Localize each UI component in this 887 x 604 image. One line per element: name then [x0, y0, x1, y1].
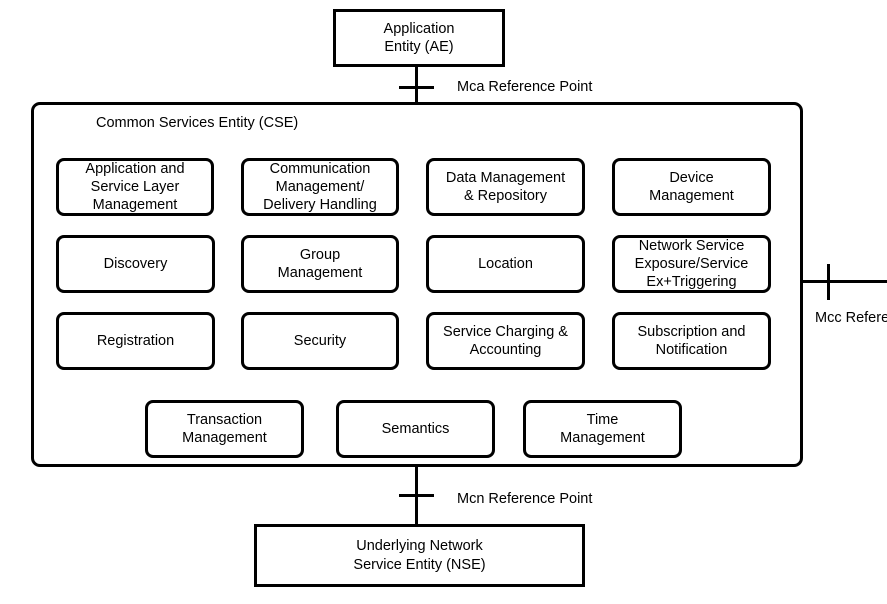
function-device-management: Device Management [612, 158, 771, 216]
function-communication-management: Communication Management/ Delivery Handl… [241, 158, 399, 216]
mcc-connector-line [803, 280, 887, 283]
function-label: Application and Service Layer Management [85, 160, 185, 214]
function-label: Location [478, 255, 533, 272]
function-security: Security [241, 312, 399, 370]
function-data-management-repository: Data Management & Repository [426, 158, 585, 216]
function-transaction-management: Transaction Management [145, 400, 304, 458]
mcn-reference-point-label: Mcn Reference Point [457, 491, 593, 507]
function-label: Device Management [649, 169, 734, 204]
function-registration: Registration [56, 312, 215, 370]
nse-box: Underlying Network Service Entity (NSE) [254, 524, 585, 587]
function-label: Group Management [277, 246, 363, 281]
nse-label: Underlying Network Service Entity (NSE) [353, 538, 486, 573]
application-entity-label: Application Entity (AE) [383, 20, 455, 55]
function-label: Transaction Management [182, 411, 267, 446]
function-label: Semantics [381, 420, 450, 437]
function-label: Network Service Exposure/Service Ex+Trig… [634, 237, 749, 291]
application-entity-box: Application Entity (AE) [333, 9, 505, 67]
function-semantics: Semantics [336, 400, 495, 458]
function-time-management: Time Management [523, 400, 682, 458]
function-label: Discovery [103, 255, 168, 272]
function-network-service-exposure: Network Service Exposure/Service Ex+Trig… [612, 235, 771, 293]
function-label: Subscription and Notification [637, 323, 746, 358]
function-label: Registration [96, 332, 175, 349]
mca-reference-point-label: Mca Reference Point [457, 79, 593, 95]
mcc-reference-point-label: Mcc Refere [815, 310, 887, 326]
function-subscription-notification: Subscription and Notification [612, 312, 771, 370]
function-service-charging-accounting: Service Charging & Accounting [426, 312, 585, 370]
function-label: Service Charging & Accounting [443, 323, 568, 358]
mca-connector-line [415, 67, 418, 103]
function-application-service-layer-management: Application and Service Layer Management [56, 158, 214, 216]
function-label: Communication Management/ Delivery Handl… [263, 160, 377, 214]
function-label: Time Management [560, 411, 645, 446]
mca-tick [399, 86, 434, 89]
function-group-management: Group Management [241, 235, 399, 293]
function-label: Data Management & Repository [445, 169, 566, 204]
cse-title: Common Services Entity (CSE) [96, 115, 299, 131]
mcc-tick [827, 264, 830, 300]
function-discovery: Discovery [56, 235, 215, 293]
function-label: Security [293, 332, 347, 349]
function-location: Location [426, 235, 585, 293]
mcn-tick [399, 494, 434, 497]
